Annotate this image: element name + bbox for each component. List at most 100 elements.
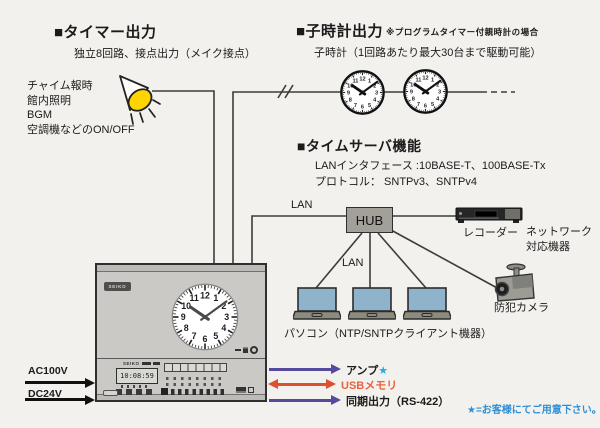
panel-mode-bar [142, 362, 151, 365]
svg-text:11: 11 [352, 78, 358, 84]
lan-label-top: LAN [291, 199, 313, 211]
svg-text:11: 11 [415, 77, 421, 83]
svg-text:6: 6 [361, 105, 364, 111]
svg-text:10: 10 [410, 83, 416, 89]
svg-text:12: 12 [422, 76, 428, 82]
sync-label: 同期出力（RS-422） [346, 396, 450, 408]
brand-badge: SEIKO [104, 282, 131, 291]
svg-text:1: 1 [368, 78, 371, 84]
amp-arrowhead [331, 364, 341, 374]
svg-text:4: 4 [221, 323, 226, 333]
svg-text:5: 5 [368, 103, 371, 109]
timer-example: BGM [27, 109, 53, 121]
svg-text:11: 11 [189, 293, 198, 303]
svg-text:10: 10 [181, 301, 191, 311]
svg-text:3: 3 [438, 90, 441, 96]
device-top-band [97, 265, 265, 272]
svg-text:8: 8 [412, 97, 415, 103]
svg-text:10: 10 [347, 84, 353, 90]
svg-text:8: 8 [349, 98, 352, 104]
panel-indicator-row [166, 377, 226, 380]
usb-arrow [277, 383, 327, 386]
amp-label: アンプ★ [346, 362, 388, 378]
svg-text:7: 7 [192, 331, 197, 341]
panel-divider [97, 358, 265, 359]
device-side-mark [235, 349, 241, 351]
dc-power-label: DC24V [28, 388, 62, 400]
time-server-protocol: プロトコル： SNTPv3、SNTPv4 [315, 176, 477, 188]
footnote: ★=お客様にてご用意下さい。 [467, 405, 600, 416]
child-clock-subtitle: 子時計（1回路あたり最大30台まで駆動可能） [314, 47, 542, 59]
dc-power-arrowhead [85, 395, 95, 405]
amp-arrow [269, 368, 332, 371]
svg-text:5: 5 [213, 331, 218, 341]
svg-text:8: 8 [184, 323, 189, 333]
ac-power-arrow [25, 381, 85, 384]
laptop-icon-2 [348, 287, 396, 320]
panel-indicator-row [166, 383, 226, 386]
svg-text:2: 2 [373, 84, 376, 90]
svg-text:9: 9 [347, 91, 350, 97]
ac-power-label: AC100V [28, 365, 68, 377]
laptop-icon-3 [403, 287, 451, 320]
wire-break-slash-2 [284, 84, 294, 99]
svg-text:1: 1 [431, 77, 434, 83]
panel-mode-bar [153, 362, 160, 365]
panel-setting-buttons [116, 389, 156, 395]
device-side-jack [250, 346, 258, 354]
svg-text:6: 6 [203, 334, 208, 344]
panel-circuit-strip [164, 363, 227, 372]
wire-lan [251, 215, 347, 263]
panel-pill-button [103, 390, 118, 396]
svg-text:7: 7 [354, 103, 357, 109]
svg-text:12: 12 [359, 77, 365, 83]
time-server-heading: ■タイムサーバ機能 [297, 138, 422, 154]
lcd-time: 10:08:59 [120, 372, 154, 380]
panel-brand: SEIKO [123, 361, 140, 366]
recorder-icon [455, 207, 523, 223]
child-clock-heading: ■子時計出力※プログラムタイマー付親時計の場合 [296, 20, 539, 41]
sync-arrow [269, 399, 332, 402]
svg-text:3: 3 [375, 91, 378, 97]
svg-text:4: 4 [436, 97, 440, 103]
svg-text:1: 1 [213, 293, 218, 303]
svg-text:12: 12 [200, 290, 210, 300]
amp-star: ★ [378, 365, 389, 377]
child-clock-heading-note: ※プログラムタイマー付親時計の場合 [386, 27, 539, 37]
dc-power-arrow [25, 398, 85, 401]
hub-label: HUB [355, 212, 384, 228]
recorder-label: レコーダー [463, 227, 518, 239]
panel-connector-port [248, 387, 254, 393]
svg-text:2: 2 [436, 83, 439, 89]
panel-lcd-display: 10:08:59 [116, 368, 158, 384]
ac-power-arrowhead [85, 378, 95, 388]
svg-text:9: 9 [181, 312, 186, 322]
network-device-line2: 対応機器 [526, 240, 570, 253]
usb-arrowhead-right [326, 379, 336, 389]
panel-master-switch [161, 388, 168, 395]
wire-break-slash-1 [277, 84, 287, 99]
usb-arrowhead-left [268, 379, 278, 389]
security-camera-icon [494, 263, 535, 302]
timer-output-subtitle: 独立8回路、接点出力（メイク接点） [74, 48, 256, 60]
sync-arrowhead [331, 395, 341, 405]
time-server-interface: LANインタフェース :10BASE-T、100BASE-Tx [315, 160, 546, 172]
panel-connector [236, 387, 246, 393]
timer-example: 空調機などのON/OFF [27, 123, 135, 136]
svg-text:3: 3 [224, 312, 229, 322]
network-device-label: ネットワーク 対応機器 [526, 225, 592, 254]
svg-text:2: 2 [221, 301, 226, 311]
camera-label: 防犯カメラ [494, 302, 549, 314]
svg-text:4: 4 [373, 98, 377, 104]
timer-example: 館内照明 [27, 94, 71, 107]
svg-text:7: 7 [417, 102, 420, 108]
wire-hub-pc3 [377, 232, 427, 289]
lan-label-mid: LAN [342, 257, 364, 269]
pc-label: パソコン（NTP/SNTPクライアント機器） [284, 328, 492, 340]
svg-text:6: 6 [424, 104, 427, 110]
